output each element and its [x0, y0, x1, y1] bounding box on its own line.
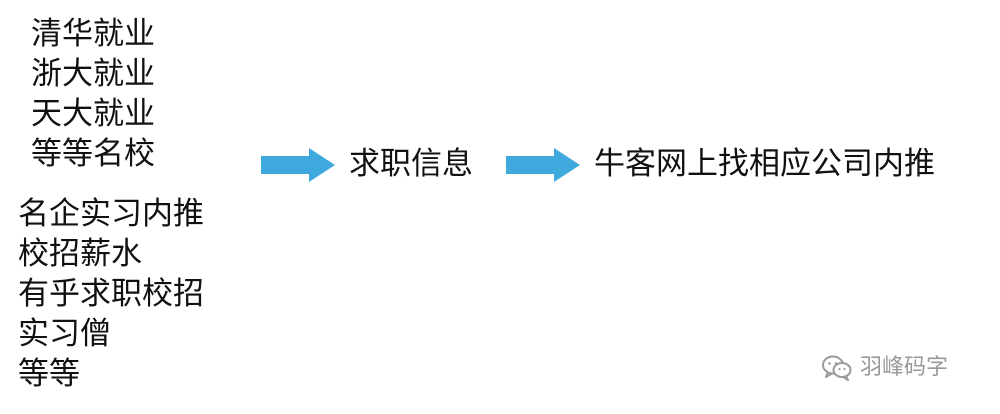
list-item: 浙大就业 — [31, 56, 155, 92]
arrow-right-icon — [261, 148, 335, 182]
list-item: 实习僧 — [18, 316, 111, 352]
watermark-text: 羽峰码字 — [860, 355, 949, 380]
watermark: 羽峰码字 — [822, 354, 948, 382]
list-item: 校招薪水 — [18, 236, 142, 272]
list-item: 天大就业 — [31, 96, 155, 132]
wechat-icon — [822, 355, 852, 381]
flow-node-job-info: 求职信息 — [349, 146, 473, 182]
list-item: 等等名校 — [31, 136, 155, 172]
source-list-platforms: 名企实习内推 校招薪水 有乎求职校招 实习僧 等等 — [18, 194, 204, 394]
flow-node-nowcoder-referral: 牛客网上找相应公司内推 — [594, 146, 935, 182]
source-list-schools: 清华就业 浙大就业 天大就业 等等名校 — [31, 14, 155, 174]
arrow-right-icon — [506, 148, 580, 182]
list-item: 等等 — [18, 356, 80, 392]
list-item: 清华就业 — [31, 16, 155, 52]
list-item: 有乎求职校招 — [18, 276, 204, 312]
list-item: 名企实习内推 — [18, 196, 204, 232]
